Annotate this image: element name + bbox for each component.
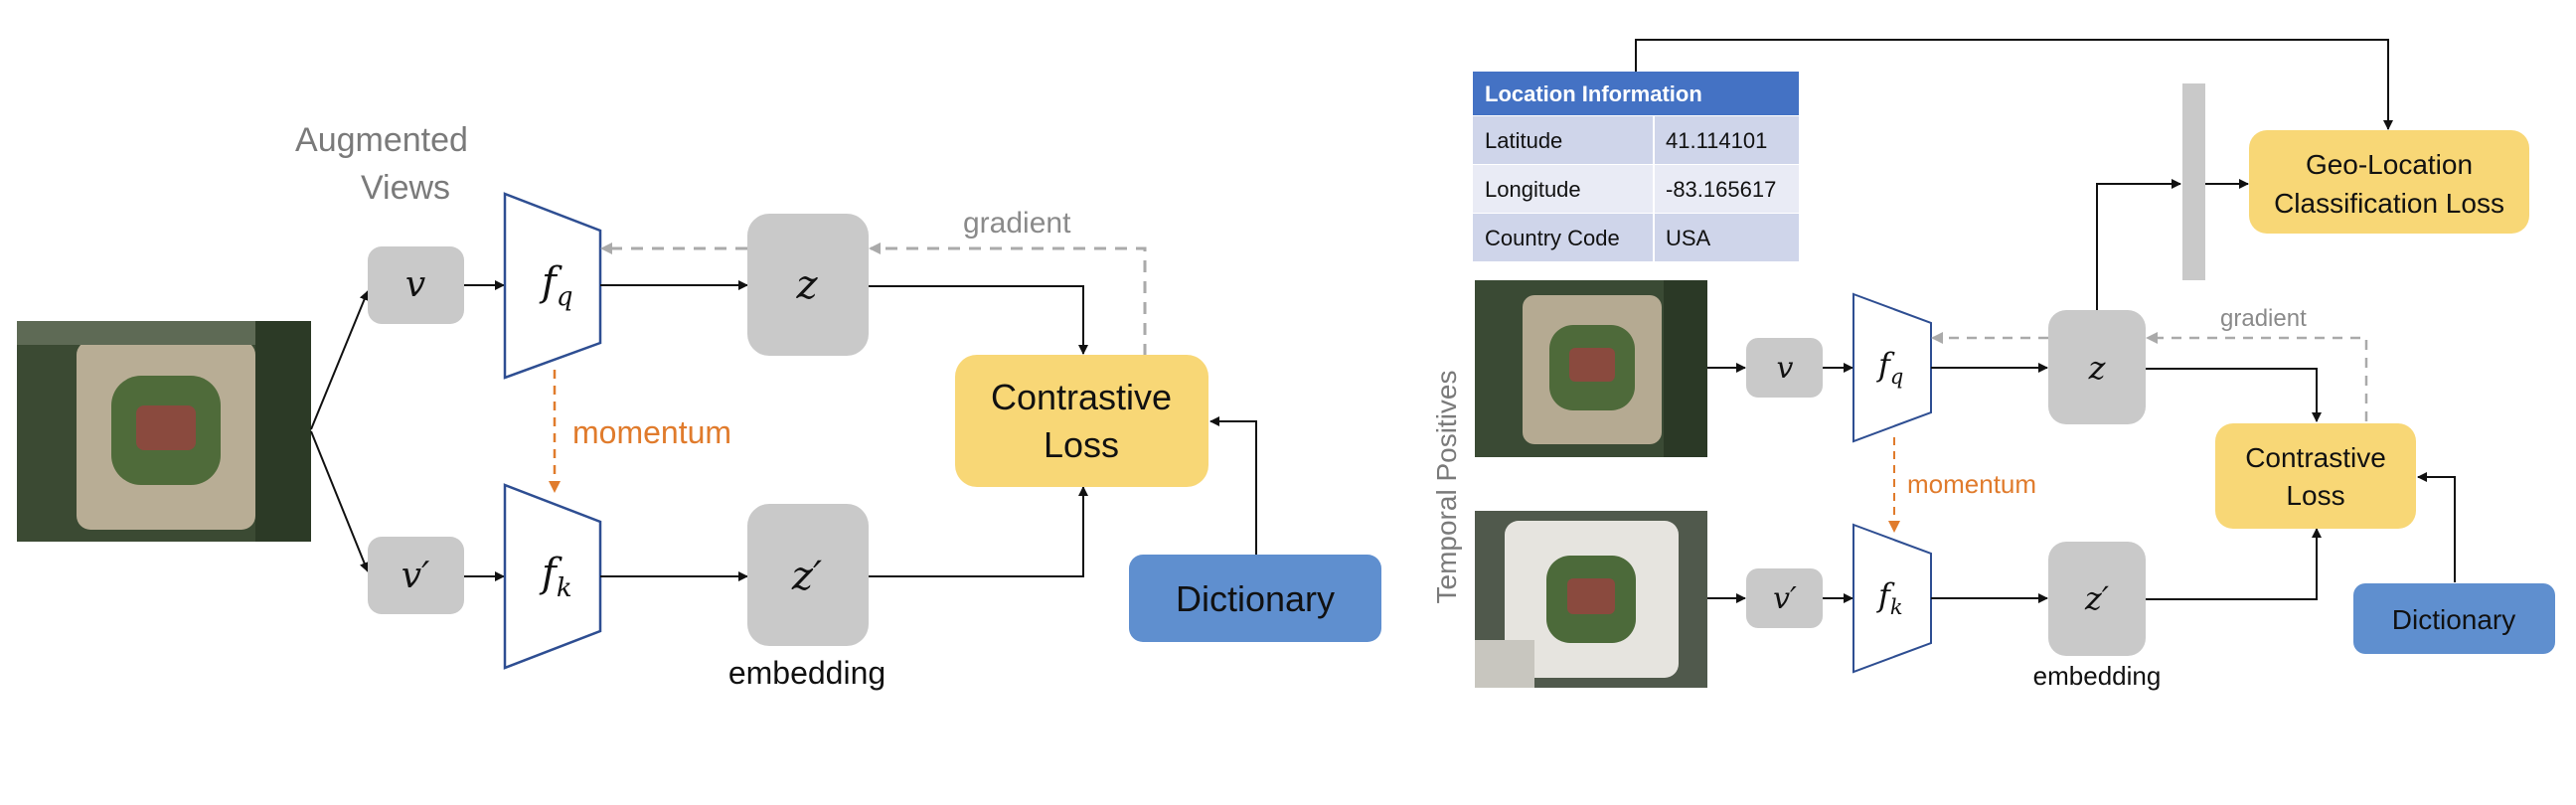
v-prime-box <box>368 537 464 614</box>
contrastive-loss-label: Contrastive <box>991 377 1172 417</box>
embedding-label-right: embedding <box>2033 661 2162 691</box>
country-code-value: USA <box>1666 226 1711 250</box>
augmented-views-label: Augmented <box>295 121 468 159</box>
gradient-label-right: gradient <box>2220 305 2307 332</box>
arrow-z-to-contrastive-right <box>2146 368 2322 422</box>
table-row <box>1473 165 1653 213</box>
contrastive-loss-label-right: Contrastive <box>2245 442 2386 473</box>
arrow-image-to-v-prime <box>310 430 370 572</box>
table-row <box>1655 214 1799 261</box>
v-prime-label: v′ <box>402 556 430 596</box>
encoder-fq-right <box>1852 292 1932 443</box>
arrow-dictionary-to-contrastive-right <box>2417 472 2456 582</box>
z-prime-box <box>747 504 869 646</box>
encoder-fq <box>503 192 602 380</box>
v-label-right: v <box>1777 351 1794 386</box>
gradient-path <box>869 242 1147 356</box>
arrow-z-to-contrastive <box>869 285 1088 355</box>
table-row <box>1655 165 1799 213</box>
gradient-path-right <box>2146 332 2368 421</box>
latitude-value: 41.114101 <box>1666 128 1767 153</box>
longitude-value: -83.165617 <box>1666 177 1776 202</box>
arrow-zprime-to-contrastive <box>869 486 1088 577</box>
v-box <box>368 246 464 324</box>
z-prime-label: z′ <box>791 554 822 599</box>
encoder-fk-right <box>1852 523 1932 674</box>
arrow-z-to-projection <box>2096 179 2181 310</box>
z-label-right: z <box>2088 349 2107 387</box>
table-row <box>1473 116 1653 164</box>
location-table-header <box>1473 72 1799 115</box>
table-row <box>1655 116 1799 164</box>
projection-bar <box>2182 83 2205 280</box>
arrow-image-to-v <box>310 290 370 430</box>
contrastive-loss-box <box>955 355 1208 487</box>
dictionary-label-right: Dictionary <box>2392 604 2515 635</box>
z-label: z <box>795 262 818 308</box>
satellite-image-temporal-1 <box>1475 280 1707 457</box>
arrow-table-to-geo-loss <box>1635 39 2393 130</box>
v-box-right <box>1746 338 1823 398</box>
contrastive-loss-label-right-2: Loss <box>2286 480 2344 511</box>
temporal-positives-label: Temporal Positives <box>1431 371 1462 604</box>
dictionary-box <box>1129 555 1381 642</box>
momentum-label-right: momentum <box>1907 469 2036 499</box>
gradient-label: gradient <box>963 207 1071 240</box>
satellite-image-main <box>17 321 311 542</box>
momentum-label: momentum <box>572 414 731 450</box>
z-prime-box-right <box>2048 542 2146 656</box>
encoder-fk <box>503 483 602 670</box>
country-code-label: Country Code <box>1485 226 1620 250</box>
v-prime-box-right <box>1746 568 1823 628</box>
arrow-dictionary-to-contrastive <box>1209 416 1257 555</box>
contrastive-loss-label-2: Loss <box>1044 424 1119 465</box>
table-row <box>1473 214 1653 261</box>
v-label: v <box>405 264 425 305</box>
geo-location-loss-label-2: Classification Loss <box>2274 188 2504 219</box>
v-prime-label-right: v′ <box>1773 581 1797 616</box>
contrastive-loss-box-right <box>2215 423 2416 529</box>
z-box <box>747 214 869 356</box>
z-box-right <box>2048 310 2146 424</box>
embedding-label: embedding <box>728 655 886 691</box>
latitude-label: Latitude <box>1485 128 1562 153</box>
geo-location-loss-box <box>2249 130 2529 234</box>
dictionary-label: Dictionary <box>1176 578 1335 619</box>
satellite-image-temporal-2 <box>1475 511 1707 688</box>
arrow-zprime-to-contrastive-right <box>2146 528 2322 600</box>
augmented-views-label-2: Views <box>361 169 450 207</box>
geo-location-loss-label: Geo-Location <box>2306 149 2473 180</box>
dictionary-box-right <box>2353 583 2555 654</box>
z-prime-label-right: z′ <box>2084 579 2110 617</box>
longitude-label: Longitude <box>1485 177 1581 202</box>
location-table-title: Location Information <box>1485 81 1702 106</box>
